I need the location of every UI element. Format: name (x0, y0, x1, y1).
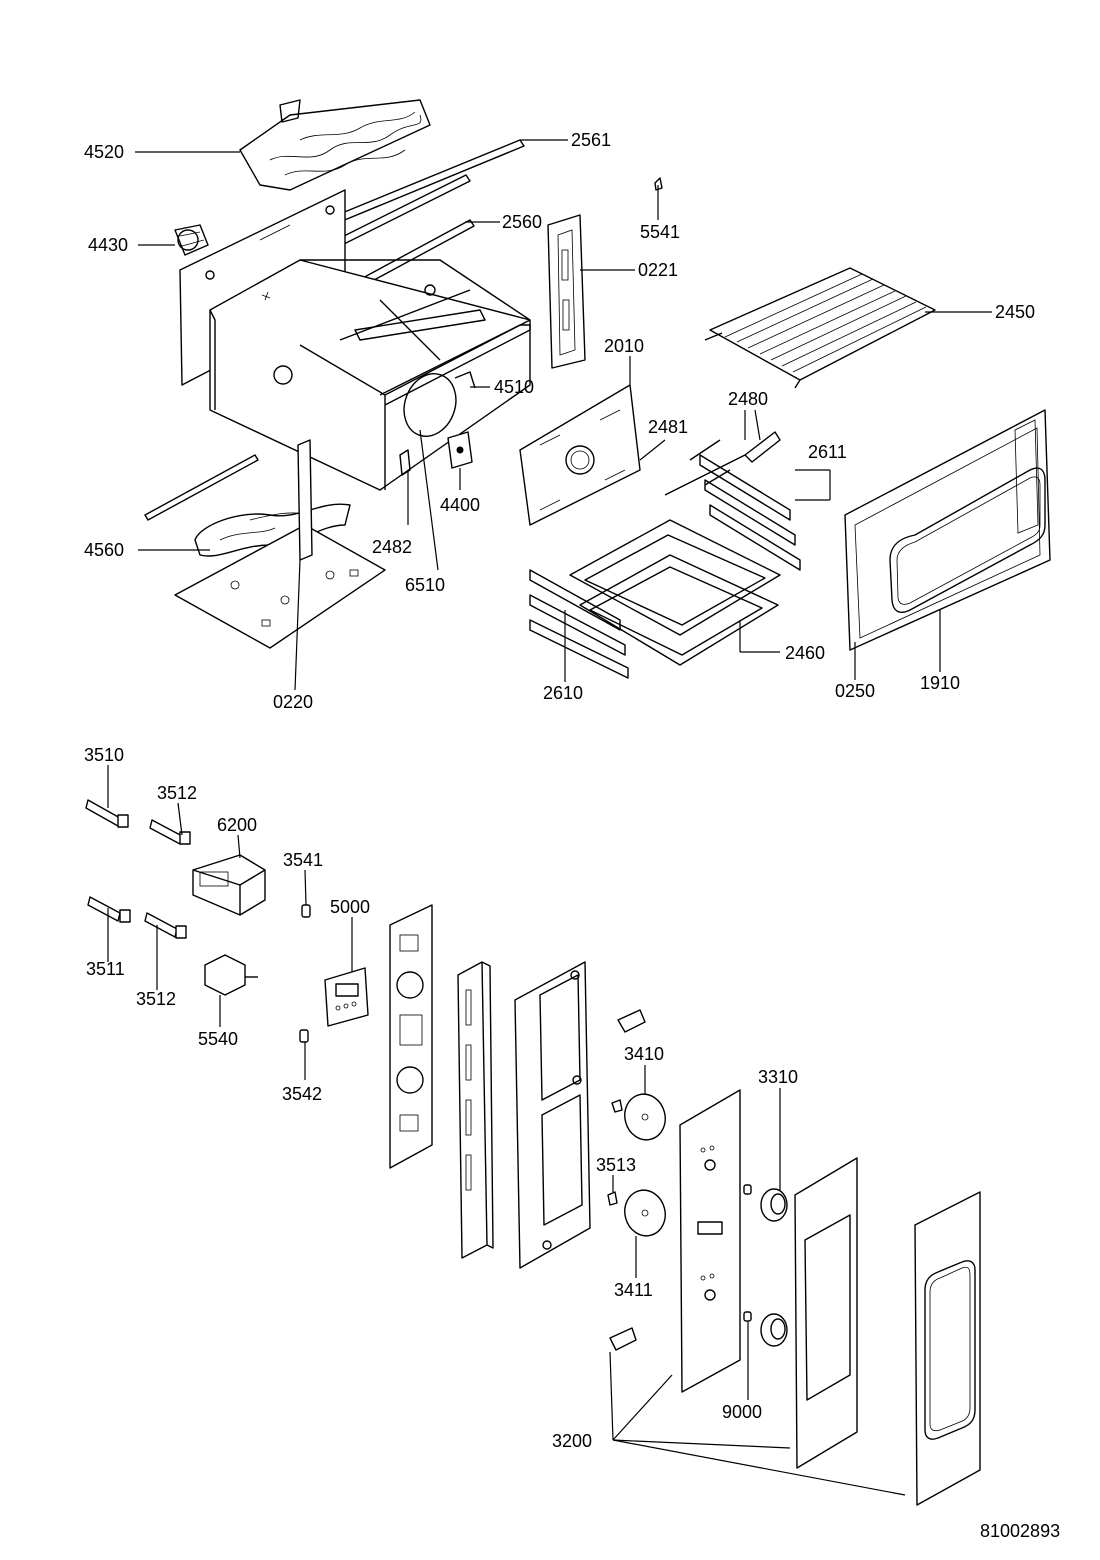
side-runners-right (689, 439, 801, 571)
label-4510: 4510 (494, 377, 534, 397)
control-front-panel (679, 1089, 741, 1393)
label-3200: 3200 (552, 1431, 592, 1451)
back-panel-fan-cover (519, 384, 641, 526)
knob-3310-upper (760, 1188, 788, 1222)
dial-3411 (607, 1189, 666, 1237)
spacer-3542 (299, 1029, 309, 1043)
label-4400: 4400 (440, 495, 480, 515)
label-5540: 5540 (198, 1029, 238, 1049)
label-3310: 3310 (758, 1067, 798, 1087)
label-3542: 3542 (282, 1084, 322, 1104)
label-9000: 9000 (722, 1402, 762, 1422)
label-1910: 1910 (920, 673, 960, 693)
label-2560: 2560 (502, 212, 542, 232)
selector-switch (192, 854, 266, 916)
control-glass-panel (794, 1157, 858, 1469)
label-6200: 6200 (217, 815, 257, 835)
label-3410: 3410 (624, 1044, 664, 1064)
label-5000: 5000 (330, 897, 370, 917)
label-4560: 4560 (84, 540, 124, 560)
label-3411: 3411 (614, 1280, 653, 1300)
side-runners-left (529, 569, 629, 679)
label-2481: 2481 (648, 417, 688, 437)
label-3541: 3541 (283, 850, 323, 870)
terminal-3512-upper (149, 819, 191, 845)
label-4520: 4520 (84, 142, 124, 162)
label-3512-upper: 3512 (157, 783, 197, 803)
top-rail-strip (324, 139, 525, 227)
top-grill-element (239, 99, 431, 191)
label-2611: 2611 (808, 442, 847, 462)
label-0221: 0221 (638, 260, 678, 280)
label-0220: 0220 (273, 692, 313, 712)
label-2010: 2010 (604, 336, 644, 356)
label-2561: 2561 (571, 130, 611, 150)
label-2610: 2610 (543, 683, 583, 703)
door-inner-frame (844, 409, 1051, 651)
electronic-clock (324, 967, 369, 1027)
wiring-harness (399, 431, 781, 496)
small-clip (654, 177, 663, 191)
clip-upper (617, 1009, 646, 1033)
side-rail-panel-right (547, 214, 586, 369)
knob-3310-lower (760, 1313, 788, 1347)
label-3510: 3510 (84, 745, 124, 765)
label-0250: 0250 (835, 681, 875, 701)
label-3513: 3513 (596, 1155, 636, 1175)
channel-rail (457, 961, 494, 1259)
fan-heater-ring (403, 371, 476, 437)
side-rail-panel-left (297, 439, 313, 561)
bottom-leader-lines (107, 765, 906, 1496)
wire-rack (704, 267, 936, 389)
spacer-3541 (301, 904, 311, 918)
label-2450: 2450 (995, 302, 1035, 322)
label-6510: 6510 (405, 575, 445, 595)
oven-tray-stack (569, 519, 781, 666)
label-5541: 5541 (640, 222, 680, 242)
label-2480: 2480 (728, 389, 768, 409)
door-seal-gasket (889, 467, 1046, 613)
top-leader-lines (135, 139, 992, 691)
part-number-labels: 4520 2561 5541 4430 2560 0221 2450 2010 … (84, 130, 1060, 1541)
label-3511: 3511 (86, 959, 125, 979)
terminal-3510 (85, 799, 129, 828)
label-4430: 4430 (88, 235, 128, 255)
control-panel-frame (514, 961, 591, 1269)
thermostat-block (447, 431, 473, 469)
terminal-3512-lower (144, 912, 187, 939)
control-mounting-bracket (389, 904, 433, 1169)
timer-motor (204, 954, 258, 996)
label-2482: 2482 (372, 537, 412, 557)
label-2460: 2460 (785, 643, 825, 663)
clip-lower (609, 1327, 637, 1351)
dial-3410 (611, 1093, 666, 1141)
outer-door-panel (914, 1191, 981, 1506)
oven-cavity (179, 189, 531, 491)
document-number: 81002893 (980, 1521, 1060, 1541)
pin-9000 (743, 1184, 752, 1322)
fan-motor (174, 224, 209, 256)
bottom-base-plate (174, 524, 386, 649)
label-3512-lower: 3512 (136, 989, 176, 1009)
terminal-3511 (87, 896, 131, 923)
